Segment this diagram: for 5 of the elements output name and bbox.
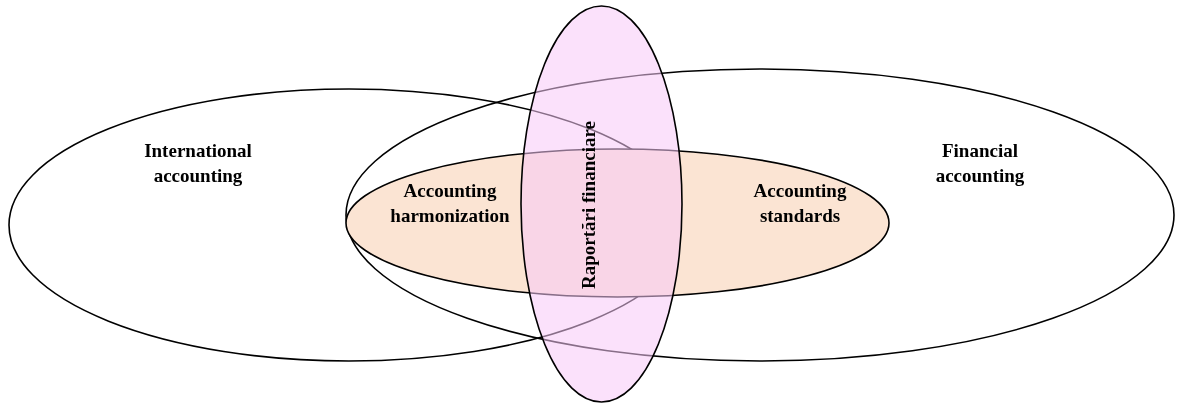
venn-label: Accounting harmonization bbox=[389, 179, 511, 228]
venn-label: Financial accounting bbox=[934, 139, 1026, 188]
venn-label: Raportări financiare bbox=[577, 120, 600, 291]
venn-label: Accounting standards bbox=[752, 179, 848, 228]
venn-label: International accounting bbox=[143, 139, 253, 188]
